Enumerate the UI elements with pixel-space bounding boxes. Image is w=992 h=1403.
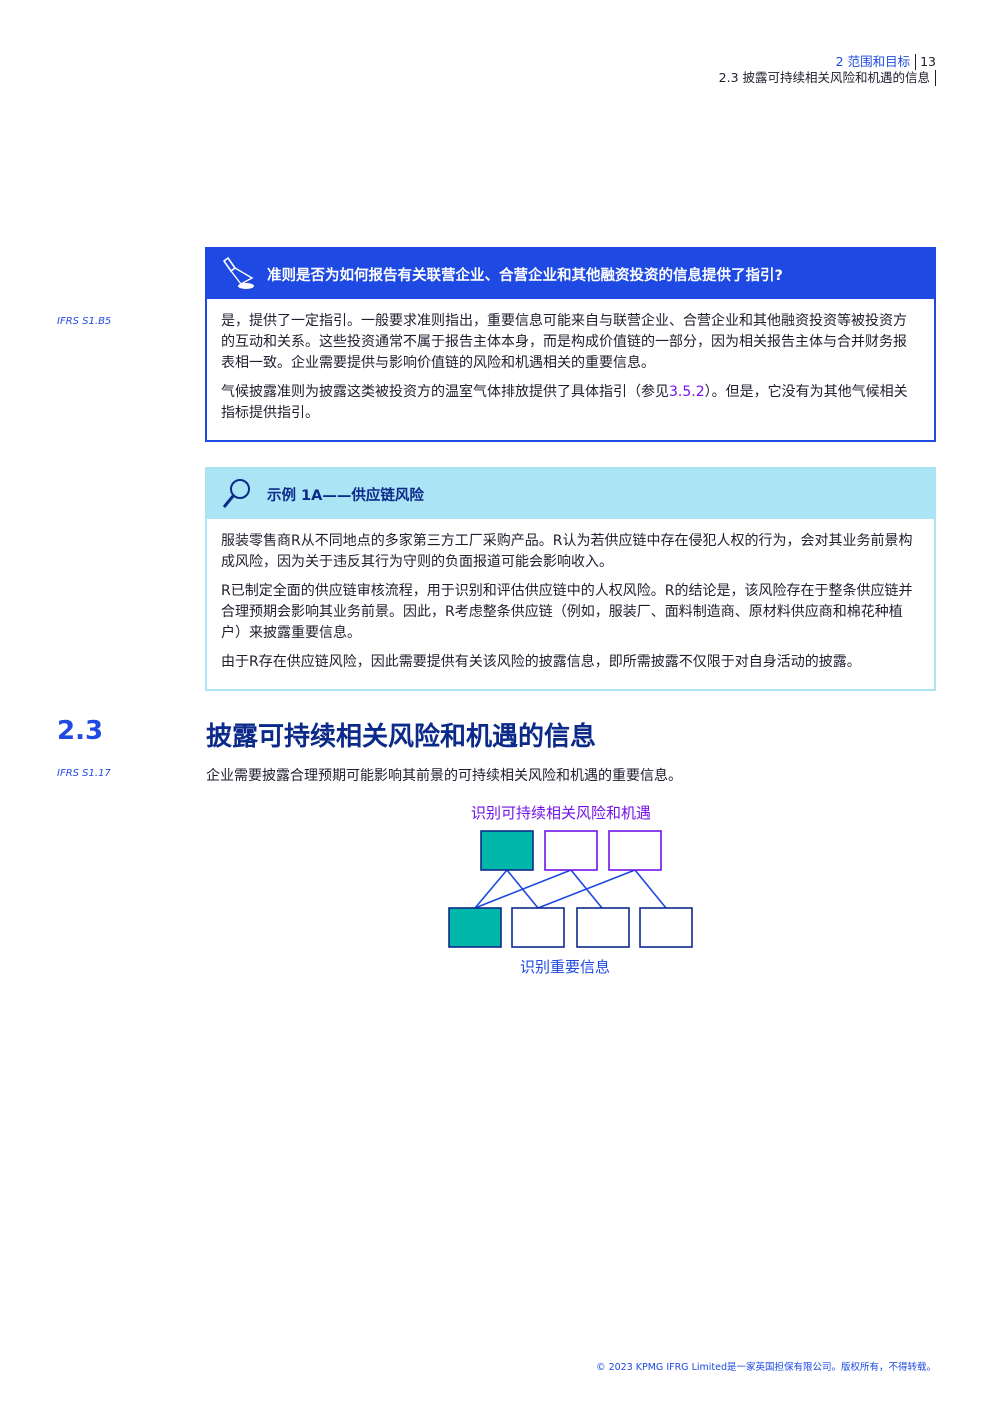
page-header: 2 范围和目标 13 2.3 披露可持续相关风险和机遇的信息 bbox=[719, 54, 936, 86]
side-reference: IFRS S1.B5 bbox=[57, 316, 112, 327]
section-title: 披露可持续相关风险和机遇的信息 bbox=[206, 722, 597, 752]
connector-line bbox=[634, 869, 667, 909]
example-box-header: 示例 1A——供应链风险 bbox=[207, 469, 934, 519]
section-number: 2.3 bbox=[57, 716, 104, 746]
guidance-box-title: 准则是否为如何报告有关联营企业、合营企业和其他融资投资的信息提供了指引? bbox=[267, 267, 783, 284]
risk-box bbox=[544, 830, 598, 871]
guidance-para-2: 气候披露准则为披露这类被投资方的温室气体排放提供了具体指引（参见3.5.2）。但… bbox=[221, 384, 908, 421]
diagram-top-label: 识别可持续相关风险和机遇 bbox=[471, 804, 652, 822]
spotlight-icon bbox=[207, 249, 267, 299]
footer-copyright: © 2023 KPMG IFRG Limited是一家英国担保有限公司。版权所有… bbox=[596, 1362, 936, 1373]
connector-line bbox=[537, 869, 636, 909]
chapter-label: 2 范围和目标 bbox=[835, 54, 911, 69]
info-box bbox=[576, 907, 630, 948]
example-para-2: R已制定全面的供应链审核流程，用于识别和评估供应链中的人权风险。R的结论是，该风… bbox=[221, 583, 913, 641]
diagram-bottom-label: 识别重要信息 bbox=[520, 958, 611, 976]
section-side-reference: IFRS S1.17 bbox=[57, 768, 111, 779]
materiality-diagram bbox=[448, 830, 693, 948]
connector-line bbox=[474, 869, 572, 909]
page-number: 13 bbox=[915, 54, 936, 70]
risk-box bbox=[608, 830, 662, 871]
example-para-1: 服装零售商R从不同地点的多家第三方工厂采购产品。R认为若供应链中存在侵犯人权的行… bbox=[221, 533, 913, 570]
info-box-selected bbox=[448, 907, 502, 948]
connector-line bbox=[474, 869, 508, 909]
risk-box-selected bbox=[480, 830, 534, 871]
section-link[interactable]: 3.5.2 bbox=[669, 384, 705, 400]
info-box bbox=[639, 907, 693, 948]
header-divider bbox=[935, 70, 936, 86]
guidance-para-1: 是，提供了一定指引。一般要求准则指出，重要信息可能来自与联营企业、合营企业和其他… bbox=[221, 313, 907, 371]
magnifier-icon bbox=[207, 469, 267, 519]
guidance-box-header: 准则是否为如何报告有关联营企业、合营企业和其他融资投资的信息提供了指引? bbox=[207, 249, 934, 299]
example-box-title: 示例 1A——供应链风险 bbox=[267, 487, 424, 504]
guidance-box: 准则是否为如何报告有关联营企业、合营企业和其他融资投资的信息提供了指引? 是，提… bbox=[205, 247, 936, 442]
example-para-3: 由于R存在供应链风险，因此需要提供有关该风险的披露信息，即所需披露不仅限于对自身… bbox=[221, 654, 861, 670]
section-intro: 企业需要披露合理预期可能影响其前景的可持续相关风险和机遇的重要信息。 bbox=[206, 768, 682, 784]
info-box bbox=[511, 907, 565, 948]
example-box: 示例 1A——供应链风险 服装零售商R从不同地点的多家第三方工厂采购产品。R认为… bbox=[205, 467, 936, 691]
section-label: 2.3 披露可持续相关风险和机遇的信息 bbox=[718, 70, 930, 85]
